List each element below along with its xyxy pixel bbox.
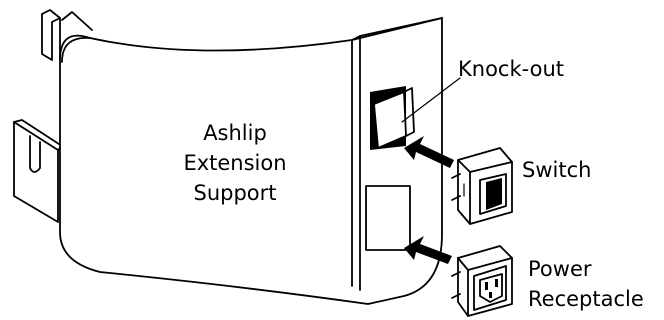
power-arrow (404, 236, 452, 264)
power-label-line-1: Power (528, 257, 592, 281)
knockout (370, 86, 415, 150)
power-receptacle-component (451, 245, 513, 317)
top-flange (41, 9, 93, 61)
side-flange (13, 119, 63, 223)
power-label-line-2: Receptacle (528, 287, 644, 311)
switch-label: Switch (522, 158, 591, 182)
main-label-line-3: Support (193, 181, 276, 205)
main-label-line-2: Extension (183, 151, 286, 175)
bracket-body (59, 17, 443, 305)
main-label-line-1: Ashlip (203, 121, 267, 145)
knockout-leader-line (401, 77, 461, 123)
knockout-label: Knock-out (458, 57, 564, 81)
knockout-opening (365, 185, 411, 251)
switch-arrow (404, 136, 454, 168)
switch-component (451, 147, 513, 225)
